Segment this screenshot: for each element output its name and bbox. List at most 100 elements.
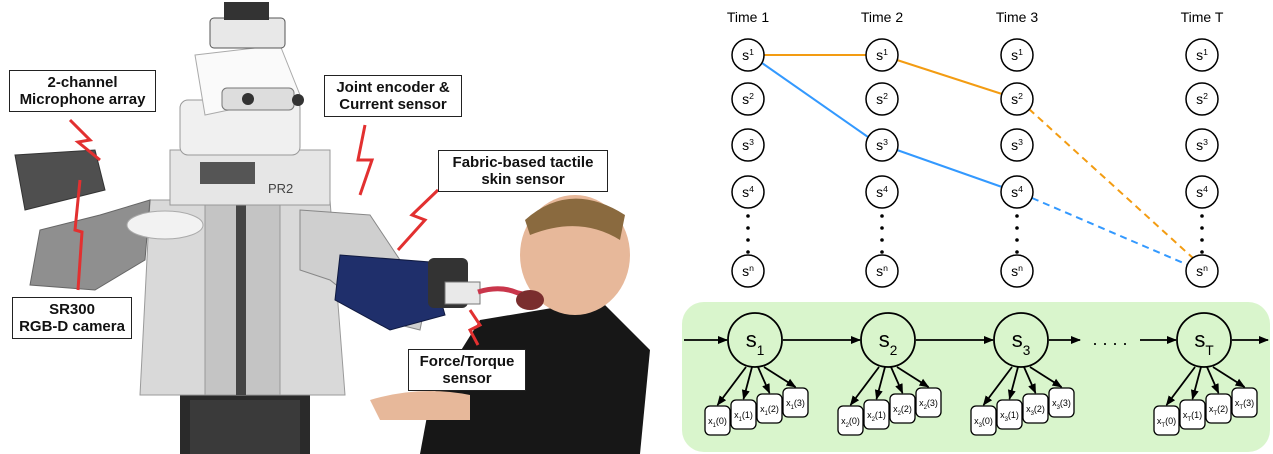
trellis-node <box>1000 175 1034 209</box>
label-joint-line1: Joint encoder & <box>336 79 450 96</box>
emission-arrow <box>757 366 771 394</box>
signal-bolt-force <box>467 309 483 346</box>
observation-label: x3(3) <box>1052 398 1071 411</box>
observation-box <box>1179 399 1206 430</box>
trellis-node <box>731 82 765 116</box>
emission-arrow <box>1206 366 1220 394</box>
observation-box <box>730 399 757 430</box>
trellis-node-label: sn <box>1011 263 1023 279</box>
ellipsis-dot <box>880 250 884 254</box>
trellis-node-label: s1 <box>876 47 888 63</box>
trellis-node <box>1185 254 1219 288</box>
trellis-node-label: s3 <box>876 137 888 153</box>
trellis-node-label: s3 <box>742 137 754 153</box>
trellis-node-label: s1 <box>1011 47 1023 63</box>
observation-box <box>915 387 942 418</box>
ellipsis-dot <box>1200 238 1204 242</box>
trellis-node <box>865 254 899 288</box>
emission-arrow <box>1007 366 1019 400</box>
emission-arrow <box>1029 366 1063 388</box>
ellipsis-dot <box>880 214 884 218</box>
trellis-node <box>1185 82 1219 116</box>
robot-photo: PR2 <box>14 2 650 454</box>
observation-box <box>837 405 864 436</box>
ellipsis-dot <box>1015 250 1019 254</box>
trellis-node <box>865 128 899 162</box>
label-force-line1: Force/Torque <box>419 353 515 370</box>
emission-arrow <box>1212 366 1246 388</box>
observation-box <box>1231 387 1258 418</box>
observation-box <box>704 405 731 436</box>
signal-bolt-joint <box>356 124 375 196</box>
observation-label: xT(3) <box>1235 398 1254 411</box>
emission-arrow <box>982 366 1013 406</box>
trellis-node-label: s4 <box>1196 184 1208 200</box>
trellis-node-label: sn <box>742 263 754 279</box>
robot-badge: PR2 <box>268 181 293 196</box>
ellipsis-dot <box>746 238 750 242</box>
observation-label: xT(1) <box>1183 410 1202 423</box>
ellipsis-dot <box>746 214 750 218</box>
time-label-4: Time T <box>1181 9 1224 25</box>
hmm-state-label: s1 <box>746 327 765 358</box>
label-tactile-line1: Fabric-based tactile <box>452 154 594 171</box>
chain-ellipsis: . . . . <box>1092 329 1127 349</box>
blue-path-3-T <box>1031 197 1189 266</box>
orange-path-3-T <box>1028 108 1195 260</box>
ellipsis-dot <box>880 238 884 242</box>
label-tactile-line2: skin sensor <box>481 171 565 188</box>
emission-arrow <box>1023 366 1037 394</box>
ellipsis-dot <box>746 226 750 230</box>
time-label-3: Time 3 <box>996 9 1038 25</box>
label-force-line2: sensor <box>442 370 492 387</box>
observation-label: xT(0) <box>1157 416 1176 429</box>
emission-arrow <box>763 366 797 388</box>
trellis-node <box>1000 82 1034 116</box>
label-camera: SR300 RGB-D camera <box>12 297 132 339</box>
label-tactile-skin: Fabric-based tactile skin sensor <box>438 150 608 192</box>
observation-label: x3(2) <box>1026 404 1045 417</box>
observation-box <box>970 405 997 436</box>
ellipsis-dot <box>1015 214 1019 218</box>
label-microphone: 2-channel Microphone array <box>9 70 156 112</box>
observation-label: x2(0) <box>841 416 860 429</box>
emission-arrow <box>741 366 753 400</box>
observation-box <box>1153 405 1180 436</box>
observation-label: x3(1) <box>1000 410 1019 423</box>
observation-label: x1(0) <box>708 416 727 429</box>
trellis-node-label: s1 <box>742 47 754 63</box>
trellis-node <box>865 175 899 209</box>
trellis-node-label: s4 <box>1011 184 1023 200</box>
hmm-state-label: sT <box>1194 327 1214 358</box>
trellis-node-label: s1 <box>1196 47 1208 63</box>
ellipsis-dot <box>880 226 884 230</box>
observation-label: x2(2) <box>893 404 912 417</box>
emission-arrow <box>849 366 880 406</box>
blue-path-1-2 <box>761 62 869 138</box>
label-microphone-line2: Microphone array <box>19 91 146 108</box>
ellipsis-dot <box>746 250 750 254</box>
observation-box <box>889 393 916 424</box>
trellis-node-label: sn <box>1196 263 1208 279</box>
observation-box <box>996 399 1023 430</box>
hmm-state-node <box>860 312 916 368</box>
trellis-node <box>1185 38 1219 72</box>
time-label-2: Time 2 <box>861 9 903 25</box>
trellis-node <box>731 254 765 288</box>
observation-box <box>863 399 890 430</box>
hmm-state-label: s3 <box>1012 327 1031 358</box>
emission-arrow <box>890 366 904 394</box>
observation-label: x2(1) <box>867 410 886 423</box>
hmm-state-label: s2 <box>879 327 898 358</box>
observation-label: x1(2) <box>760 404 779 417</box>
observation-label: x1(1) <box>734 410 753 423</box>
observation-box <box>1022 393 1049 424</box>
trellis-node <box>1000 128 1034 162</box>
trellis-node-label: s4 <box>742 184 754 200</box>
ellipsis-dot <box>1015 238 1019 242</box>
observation-box <box>1205 393 1232 424</box>
trellis-node <box>1000 38 1034 72</box>
observation-label: xT(2) <box>1209 404 1228 417</box>
